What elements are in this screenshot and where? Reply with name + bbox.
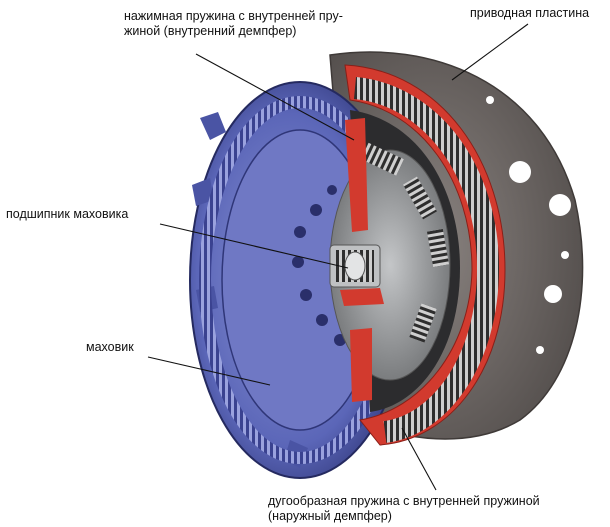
label-drive-plate: приводная пластина xyxy=(470,6,590,20)
inner-damper-spring xyxy=(403,176,437,220)
cutaway-section xyxy=(329,64,506,446)
leader-flywheel xyxy=(147,356,271,386)
flywheel-bolt-holes xyxy=(292,185,346,346)
plate-hole xyxy=(486,96,494,104)
label-flywheel: маховик xyxy=(86,340,134,354)
label-flywheel-bearing: подшипник маховика xyxy=(6,207,129,221)
inner-damper-spring xyxy=(409,303,437,343)
plate-hole xyxy=(544,285,562,303)
label-pressure-spring: нажимная пружина с внутренней пру- жиной… xyxy=(124,9,343,38)
inner-damper-spring xyxy=(360,142,404,176)
inner-damper-spring xyxy=(426,228,450,268)
leader-lines xyxy=(147,23,529,491)
leader-pressure-spring xyxy=(195,53,355,141)
label-arc-spring: дугообразная пружина с внутренней пружин… xyxy=(268,494,540,523)
leader-flywheel-bearing xyxy=(159,223,349,269)
plate-hole xyxy=(549,194,571,216)
leader-drive-plate xyxy=(451,23,529,81)
plate-hole xyxy=(509,161,531,183)
outer-arc-spring xyxy=(353,77,500,443)
flywheel-bearing xyxy=(329,244,381,288)
plate-hole xyxy=(536,346,544,354)
plate-hole xyxy=(561,251,569,259)
leader-arc-spring xyxy=(401,427,437,491)
